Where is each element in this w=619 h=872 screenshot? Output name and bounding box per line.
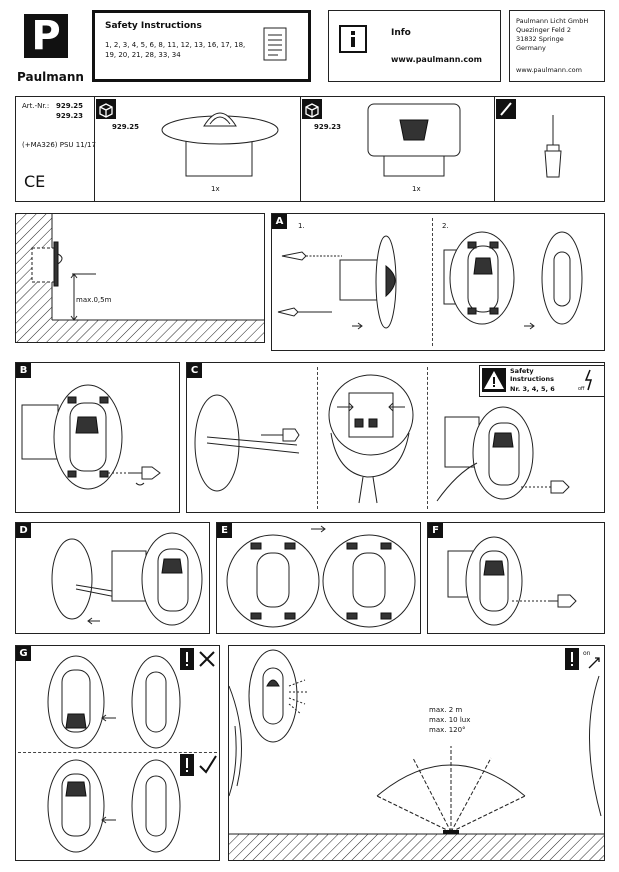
logo-block: P Paulmann [15, 10, 84, 90]
art-nr-2: 929.23 [56, 112, 84, 120]
art-nr-1: 929.25 [56, 102, 84, 110]
step-label: A [272, 214, 287, 229]
step-d-panel: D [15, 522, 210, 634]
package-icon [302, 99, 322, 119]
info-url: www.paulmann.com [391, 55, 482, 64]
divider [494, 97, 495, 201]
ce-mark: CE [24, 172, 46, 191]
divider [432, 218, 433, 346]
step-label: D [16, 523, 31, 538]
divider [94, 97, 95, 201]
divider [317, 367, 318, 509]
wrong-mounting-icon [180, 648, 215, 670]
product-row: Art.-Nr.: 929.25 929.23 (+MA326) PSU 11/… [15, 96, 605, 202]
sensor-lux-label: max. 10 lux [429, 716, 471, 724]
step-g-panel: G [15, 645, 220, 861]
step-c-diagram [194, 374, 570, 504]
step-label: B [16, 363, 31, 378]
divider [18, 752, 217, 753]
safety-warning-box: Safety Instructions Nr. 3, 4, 5, 6 off [479, 365, 605, 397]
safety-warning-title-2: Instructions [510, 375, 555, 383]
wall-diagram [16, 214, 264, 342]
info-icon [339, 25, 367, 53]
step-label: F [428, 523, 443, 538]
info-box: Info www.paulmann.com [328, 10, 501, 82]
step-a-removal-diagram [277, 231, 583, 330]
wall-distance-label: max.0,5m [76, 296, 112, 304]
step-label: C [187, 363, 202, 378]
step-a-panel: A 1. 2. [271, 213, 605, 351]
step-a-sub1: 1. [298, 222, 305, 230]
divider [300, 97, 301, 201]
step-c-panel: C Safety Instructions Nr. 3, 4, [186, 362, 605, 513]
art-nr-label: Art.-Nr.: [22, 102, 50, 110]
info-label: Info [391, 28, 411, 38]
psu-note: (+MA326) PSU 11/17 [22, 141, 96, 149]
variant-a-code: 929.25 [112, 123, 140, 131]
safety-warning-title-1: Safety [510, 367, 534, 375]
qty-a: 1x [211, 185, 220, 193]
step-a-sub2: 2. [442, 222, 449, 230]
step-b-panel: B [15, 362, 180, 513]
correct-mounting-icon [180, 754, 217, 776]
address-url: www.paulmann.com [516, 66, 582, 74]
power-off-label: off [578, 386, 585, 392]
step-d-diagram [51, 532, 203, 626]
sensor-on-label: on [583, 650, 591, 657]
brand-name: Paulmann [17, 70, 84, 84]
wall-height-panel: max.0,5m [15, 213, 265, 343]
step-g-diagram [47, 655, 181, 853]
logo-icon: P [24, 14, 68, 58]
step-f-diagram [447, 536, 577, 626]
document-icon [263, 27, 287, 61]
step-f-panel: F [427, 522, 605, 634]
round-luminaire-image [161, 112, 279, 177]
address-line-3: 31832 Springe [516, 35, 564, 43]
sensor-range-label: max. 2 m [429, 706, 463, 714]
address-line-4: Germany [516, 44, 546, 52]
address-line-2: Quezinger Feld 2 [516, 26, 571, 34]
safety-warning-nums: Nr. 3, 4, 5, 6 [510, 385, 555, 393]
step-label: E [217, 523, 232, 538]
logo-letter: P [31, 13, 61, 59]
screwdriver-tool-icon [496, 99, 516, 119]
sensor-on-icon [565, 648, 600, 670]
step-e-panel: E [216, 522, 421, 634]
variant-b-code: 929.23 [314, 123, 342, 131]
sensor-angle-label: max. 120° [429, 726, 466, 734]
warning-triangle-icon [482, 368, 506, 392]
power-off-icon [584, 369, 593, 391]
square-luminaire-image [367, 103, 461, 177]
safety-title: Safety Instructions [105, 21, 202, 31]
divider [427, 367, 428, 509]
package-icon [96, 99, 116, 119]
step-label: G [16, 646, 31, 661]
sensor-range-panel: on max. 2 m max. 10 lux max. 120° [228, 645, 605, 861]
step-e-diagram [226, 525, 416, 628]
safety-numbers-line1: 1, 2, 3, 4, 5, 6, 8, 11, 12, 13, 16, 17,… [105, 41, 246, 49]
safety-numbers-line2: 19, 20, 21, 28, 33, 34 [105, 51, 181, 59]
step-b-diagram [21, 384, 161, 490]
screwdriver-image [544, 115, 562, 178]
address-box: Paulmann Licht GmbH Quezinger Feld 2 318… [509, 10, 605, 82]
sensor-diagram [228, 649, 604, 860]
qty-b: 1x [412, 185, 421, 193]
address-line-1: Paulmann Licht GmbH [516, 17, 589, 25]
safety-instructions-box: Safety Instructions 1, 2, 3, 4, 5, 6, 8,… [92, 10, 311, 82]
